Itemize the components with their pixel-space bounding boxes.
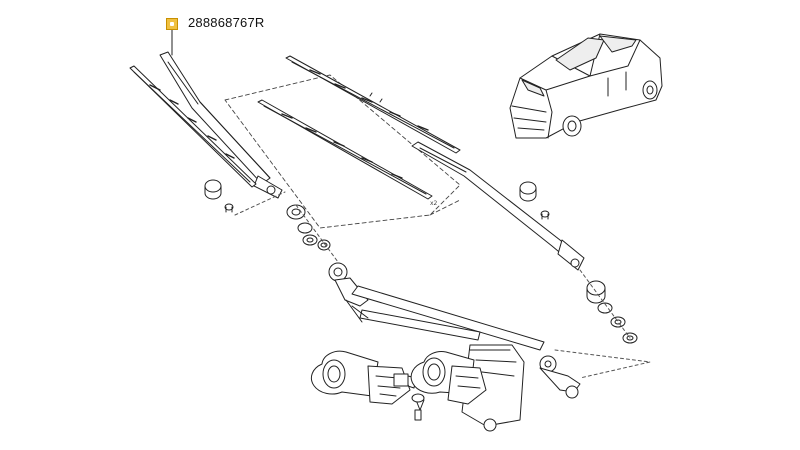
vehicle-locator bbox=[509, 33, 663, 139]
wiper-blade-upper[interactable] bbox=[285, 55, 461, 154]
callout-square-icon bbox=[170, 22, 174, 26]
part-callout-marker[interactable] bbox=[166, 18, 178, 30]
wiper-blade-left[interactable] bbox=[129, 65, 257, 188]
svg-text:x2: x2 bbox=[430, 200, 438, 207]
wiper-linkage[interactable] bbox=[328, 262, 581, 432]
wiper-arm-right[interactable] bbox=[411, 141, 585, 271]
nut-cap-left[interactable] bbox=[204, 179, 234, 213]
leader-dash-left-2 bbox=[295, 204, 339, 263]
part-number-label[interactable]: 288868767R bbox=[188, 15, 265, 30]
leader-dash-left bbox=[234, 191, 286, 216]
wiper-arm-left[interactable] bbox=[159, 51, 283, 199]
spindle-washers-right[interactable] bbox=[586, 280, 638, 344]
wiper-motor[interactable] bbox=[310, 350, 487, 421]
blade-kit-frame bbox=[224, 74, 461, 229]
spindle-washers-left[interactable] bbox=[286, 204, 331, 251]
leader-dash-right-2 bbox=[554, 349, 651, 379]
wiper-blade-lower[interactable]: x2 bbox=[257, 99, 438, 207]
leader-dash-right bbox=[579, 269, 631, 339]
nut-cap-right[interactable] bbox=[519, 181, 550, 220]
